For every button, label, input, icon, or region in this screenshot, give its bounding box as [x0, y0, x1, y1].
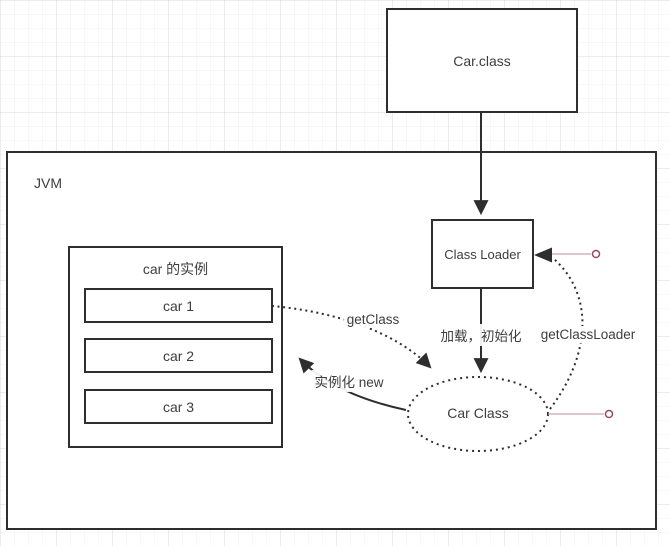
- car-instances-title: car 的实例: [142, 261, 209, 277]
- car-class-file-label: Car.class: [453, 52, 511, 69]
- edge-label-getclassloader: getClassLoader: [537, 326, 639, 343]
- car-instance-label: car 2: [162, 347, 195, 364]
- car-instance-label: car 1: [162, 297, 195, 314]
- edge-label-new-instance: 实例化 new: [311, 370, 387, 392]
- edge-label-load-init: 加载，初始化: [437, 324, 525, 346]
- node-class-loader: Class Loader: [431, 219, 534, 289]
- jvm-label: JVM: [34, 175, 62, 191]
- car-instance-box: car 2: [84, 338, 273, 373]
- car-instance-box: car 1: [84, 288, 273, 323]
- car-class-runtime-label: Car Class: [447, 405, 509, 421]
- class-loader-label: Class Loader: [444, 246, 521, 262]
- node-car-class-file: Car.class: [386, 8, 578, 113]
- edge-label-getclass: getClass: [343, 311, 403, 328]
- car-instance-label: car 3: [162, 398, 195, 415]
- car-instance-box: car 3: [84, 389, 273, 424]
